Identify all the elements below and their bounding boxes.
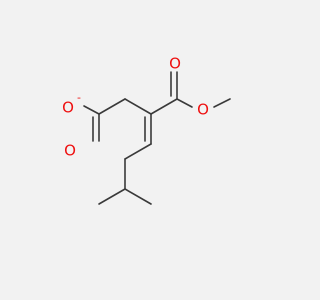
bond-o-methyl bbox=[213, 98, 231, 108]
bond-c4-c5 bbox=[124, 143, 152, 160]
oxygen-atom-carboxylate-single: O bbox=[62, 99, 74, 117]
molecule-diagram: O - O O O bbox=[62, 55, 231, 205]
bond-ester-c-o-single bbox=[176, 98, 193, 108]
bond-c2-c3 bbox=[124, 98, 152, 115]
oxygen-atom-carboxylate-double: O bbox=[64, 142, 76, 160]
negative-charge: - bbox=[77, 91, 81, 104]
bond-c3-ester-c bbox=[150, 98, 178, 115]
bond-c1-o-single bbox=[83, 105, 100, 115]
bond-c6-c8 bbox=[124, 188, 152, 205]
oxygen-atom-ester-carbonyl: O bbox=[169, 55, 181, 73]
bond-c1-c2 bbox=[98, 98, 126, 115]
bond-c6-c7 bbox=[98, 188, 126, 205]
oxygen-atom-ester-ether: O bbox=[197, 101, 209, 119]
